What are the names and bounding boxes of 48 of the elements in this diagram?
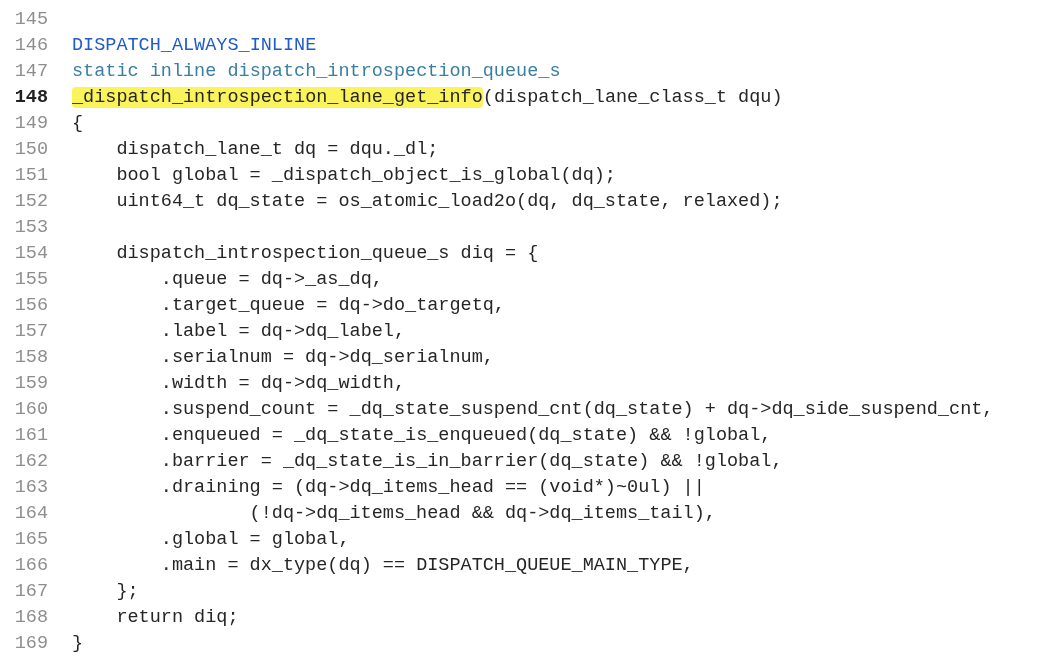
code-line: dispatch_lane_t dq = dqu._dl; [116,138,439,162]
line-number: 156 [13,294,48,318]
line-number: 149 [13,112,48,136]
code-line: .global = global, [160,528,350,552]
code-line: .target_queue = dq->do_targetq, [160,294,505,318]
code-line: bool global = _dispatch_object_is_global(dq); [116,164,616,188]
line-number: 163 [13,476,48,500]
code-line: uint64_t dq_state = os_atomic_load2o(dq, dq_state, relaxed); [116,190,783,214]
code-line: .queue = dq->_as_dq, [160,268,383,292]
line-number: 168 [13,606,48,630]
line-number: 152 [13,190,48,214]
code-line: .serialnum = dq->dq_serialnum, [160,346,494,370]
code-line: }; [116,580,139,604]
code-line: _dispatch_introspection_lane_get_info(dispatch_lane_class_t dqu) [72,86,783,110]
line-number: 145 [13,8,48,32]
line-number: 155 [13,268,48,292]
line-number: 150 [13,138,48,162]
line-number: 158 [13,346,48,370]
line-number: 162 [13,450,48,474]
line-number: 167 [13,580,48,604]
line-number: 169 [13,632,48,656]
line-number: 153 [13,216,48,240]
code-line: { [72,112,84,136]
line-number: 151 [13,164,48,188]
code-line: dispatch_introspection_queue_s diq = { [116,242,539,266]
code-line: .barrier = _dq_state_is_in_barrier(dq_state) && !global, [160,450,783,474]
line-number: 146 [13,34,48,58]
line-number: 147 [13,60,48,84]
code-line: .main = dx_type(dq) == DISPATCH_QUEUE_MAIN_TYPE, [160,554,694,578]
line-number: 154 [13,242,48,266]
code-line: (!dq->dq_items_head && dq->dq_items_tail), [249,502,716,526]
line-number: 148 [13,86,48,110]
code-line: .enqueued = _dq_state_is_enqueued(dq_state) && !global, [160,424,772,448]
code-line: .label = dq->dq_label, [160,320,406,344]
code-line: static inline dispatch_introspection_queue_s [72,60,561,84]
line-number: 161 [13,424,48,448]
line-number: 164 [13,502,48,526]
line-number: 157 [13,320,48,344]
line-number: 165 [13,528,48,552]
code-line: .suspend_count = _dq_state_suspend_cnt(dq_state) + dq->dq_side_suspend_cnt, [160,398,994,422]
code-line: } [72,632,84,656]
line-number: 166 [13,554,48,578]
code-line: DISPATCH_ALWAYS_INLINE [72,34,317,58]
line-number: 160 [13,398,48,422]
line-number: 159 [13,372,48,396]
code-line: return diq; [116,606,239,630]
code-line: .width = dq->dq_width, [160,372,406,396]
code-line: .draining = (dq->dq_items_head == (void*)~0ul) || [160,476,705,500]
